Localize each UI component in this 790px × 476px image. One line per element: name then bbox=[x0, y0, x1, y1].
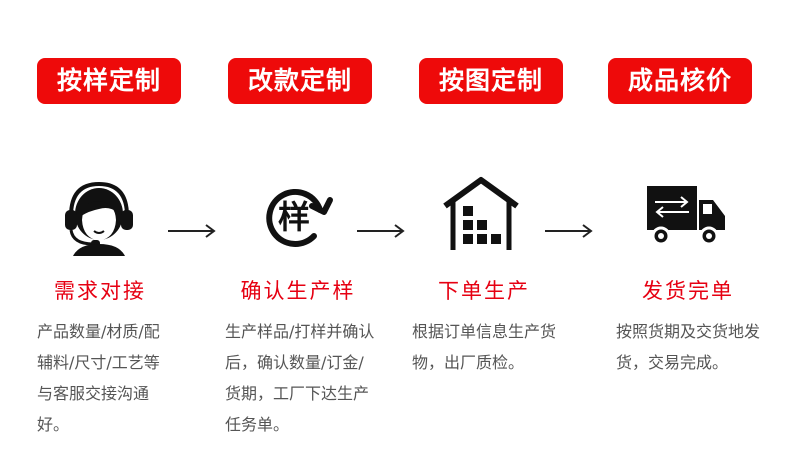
step-desc-confirm-sample: 生产样品/打样并确认后，确认数量/订金/货期，工厂下达生产任务单。 bbox=[225, 322, 375, 434]
customer-service-headset-icon bbox=[65, 181, 133, 256]
arrow-right-icon bbox=[168, 224, 216, 238]
step-title-delivery: 发货完单 bbox=[642, 279, 734, 303]
tag-sample-custom: 按样定制 bbox=[37, 58, 181, 104]
step-title-production: 下单生产 bbox=[438, 279, 530, 303]
step-title-confirm-sample: 确认生产样 bbox=[240, 279, 356, 303]
step-desc-production: 根据订单信息生产货物，出厂质检。 bbox=[412, 322, 557, 372]
arrow-right-icon bbox=[357, 224, 405, 238]
step-desc-requirement: 产品数量/材质/配辅料/尺寸/工艺等与客服交接沟通好。 bbox=[37, 322, 160, 434]
arrow-right-icon bbox=[545, 224, 593, 238]
step-desc-delivery: 按照货期及交货地发货，交易完成。 bbox=[616, 322, 761, 372]
sample-cycle-icon-text: 样 bbox=[278, 198, 310, 236]
factory-warehouse-icon bbox=[443, 177, 519, 250]
tag-finished-pricing: 成品核价 bbox=[608, 58, 752, 104]
tag-drawing-custom: 按图定制 bbox=[419, 58, 563, 104]
delivery-truck-icon bbox=[647, 186, 725, 246]
tag-modify-custom: 改款定制 bbox=[228, 58, 372, 104]
step-title-requirement: 需求对接 bbox=[54, 279, 146, 303]
sample-cycle-icon: 样 bbox=[266, 189, 333, 247]
